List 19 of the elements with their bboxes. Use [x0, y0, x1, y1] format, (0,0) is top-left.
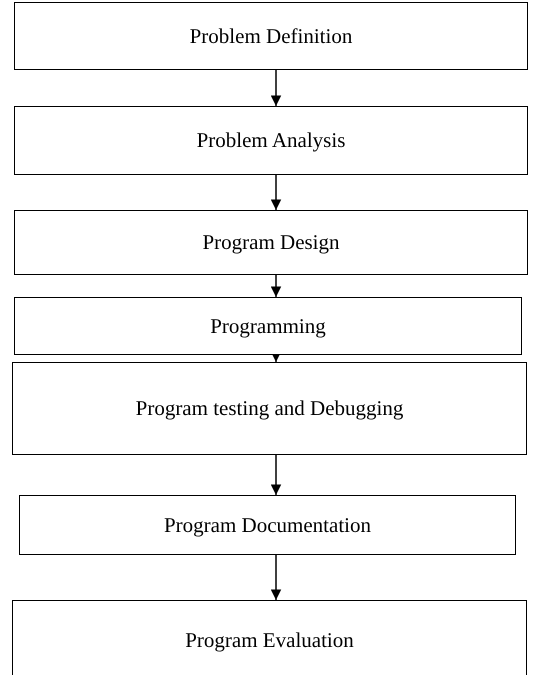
process-box: [14, 297, 522, 355]
process-box: [14, 210, 528, 275]
step-label: Problem Definition: [190, 24, 352, 48]
process-box: [12, 600, 527, 675]
step-label: Program testing and Debugging: [136, 396, 404, 421]
arrow: [270, 455, 282, 495]
step-label: Programming: [210, 314, 326, 338]
step-label: Program Design: [202, 230, 340, 255]
arrow: [270, 70, 282, 106]
arrow: [270, 175, 282, 210]
arrow: [270, 555, 282, 600]
arrow: [270, 275, 282, 297]
process-box: [14, 106, 528, 175]
step-label: Program Documentation: [164, 512, 372, 538]
process-box: [14, 2, 528, 70]
step-label: Problem Analysis: [196, 128, 346, 153]
step-label: Program Evaluation: [185, 628, 354, 652]
process-box: [12, 362, 527, 455]
process-box: [19, 495, 516, 555]
